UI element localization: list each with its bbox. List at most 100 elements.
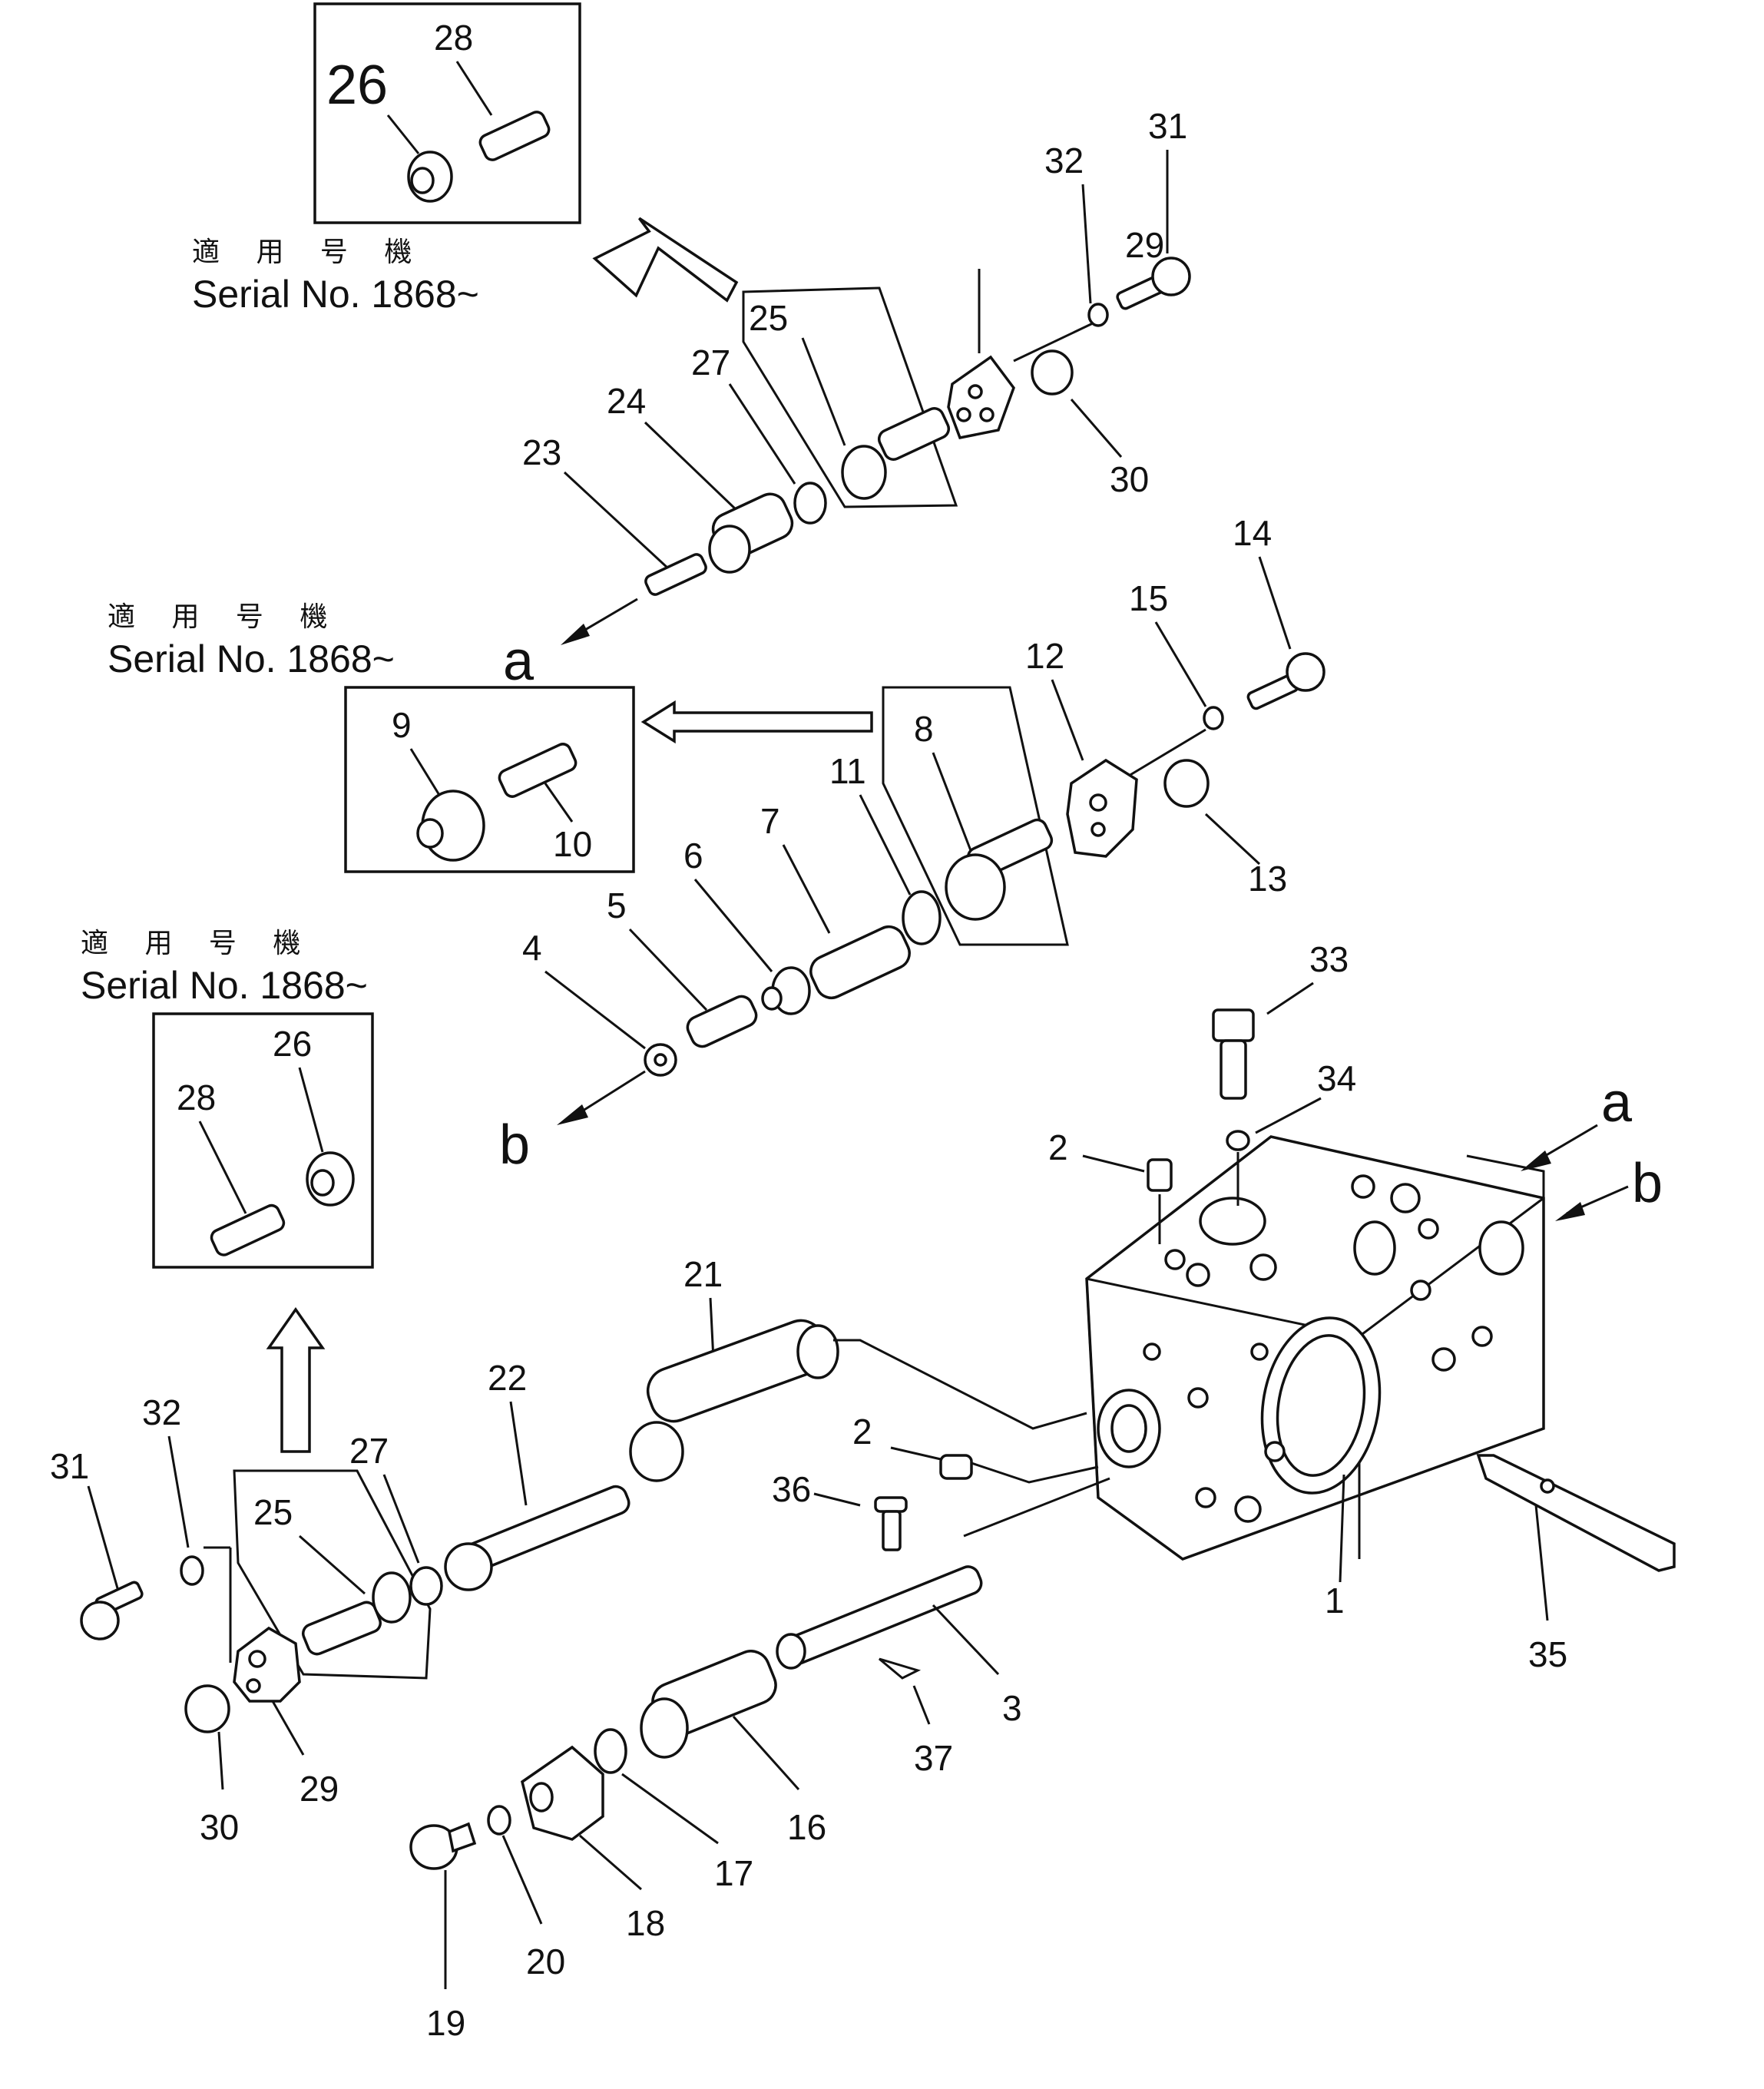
- inset-box-top: [313, 2, 581, 224]
- arrow-a-left: [561, 624, 590, 645]
- callout-25-lower: 25: [253, 1492, 293, 1532]
- label-b-left: b: [499, 1114, 530, 1176]
- part-29-upper: [947, 355, 1015, 440]
- part-12: [1066, 758, 1138, 858]
- callout-16: 16: [787, 1807, 826, 1847]
- part-2-upper: [1147, 1158, 1173, 1192]
- part-25-lower: [302, 1571, 412, 1656]
- part-27-lower: [409, 1566, 443, 1606]
- callout-30-upper: 30: [1110, 459, 1149, 499]
- callout-7: 7: [760, 801, 780, 841]
- part-14: [1246, 652, 1325, 710]
- part-26-lower: [306, 1151, 355, 1207]
- callout-20: 20: [526, 1942, 565, 1981]
- part-24: [708, 492, 794, 574]
- serial-note-2-jp: 適 用 号 機: [108, 601, 341, 633]
- label-b-right: b: [1632, 1153, 1663, 1214]
- callout-32-upper: 32: [1044, 141, 1084, 180]
- inset-box-middle: [344, 686, 635, 873]
- part-25-upper: [841, 407, 951, 500]
- callout-6: 6: [683, 836, 703, 876]
- part-35: [1476, 1454, 1676, 1572]
- part-29-lower: [233, 1626, 301, 1703]
- frame-25-lower: [233, 1469, 432, 1680]
- callout-36: 36: [772, 1469, 811, 1509]
- part-1-housing: [1085, 1135, 1545, 1561]
- part-37: [879, 1657, 922, 1680]
- part-31-lower: [80, 1581, 144, 1640]
- part-26-top: [407, 151, 453, 203]
- callout-24: 24: [607, 381, 646, 421]
- part-8: [945, 818, 1054, 921]
- callout-11: 11: [829, 751, 866, 791]
- part-6: [761, 966, 811, 1015]
- callout-9: 9: [392, 705, 412, 745]
- part-23: [644, 553, 707, 596]
- frame-25-upper: [742, 286, 958, 508]
- callout-1: 1: [1325, 1581, 1345, 1621]
- callout-10: 10: [553, 824, 592, 864]
- part-32-lower: [180, 1555, 204, 1586]
- part-19: [409, 1822, 477, 1870]
- callout-8: 8: [914, 709, 934, 749]
- label-a-left: a: [503, 631, 534, 692]
- callout-29-lower: 29: [300, 1769, 339, 1809]
- part-4: [644, 1043, 677, 1077]
- part-33: [1212, 1008, 1255, 1100]
- part-36: [874, 1496, 908, 1551]
- callout-33: 33: [1309, 939, 1349, 979]
- callout-27-upper: 27: [691, 343, 730, 382]
- callout-2-lower: 2: [852, 1412, 872, 1452]
- hollow-arrow-top: [592, 217, 739, 303]
- part-17: [594, 1728, 627, 1774]
- part-21: [629, 1319, 839, 1482]
- arrow-b-right: [1555, 1202, 1585, 1221]
- serial-note-3-jp: 適 用 号 機: [81, 928, 314, 959]
- callout-12: 12: [1025, 636, 1064, 676]
- callout-3: 3: [1002, 1688, 1022, 1728]
- part-3: [776, 1565, 983, 1670]
- part-18: [521, 1745, 604, 1841]
- arrow-b-left: [557, 1104, 588, 1125]
- callout-37: 37: [914, 1738, 953, 1778]
- callout-5: 5: [607, 886, 627, 925]
- callout-35: 35: [1528, 1634, 1567, 1674]
- serial-note-3-text: Serial No. 1868~: [81, 964, 368, 1007]
- part-30-lower: [184, 1684, 230, 1733]
- part-20: [487, 1805, 511, 1836]
- callout-26-lower: 26: [273, 1024, 312, 1064]
- part-15: [1203, 706, 1224, 730]
- callout-32-lower: 32: [142, 1392, 181, 1432]
- part-16: [640, 1650, 777, 1759]
- callout-31-lower: 31: [50, 1446, 89, 1486]
- callout-30-lower: 30: [200, 1807, 239, 1847]
- callout-14: 14: [1233, 513, 1272, 553]
- part-9: [416, 790, 485, 862]
- hollow-arrow-middle: [640, 700, 873, 744]
- callout-15: 15: [1129, 578, 1168, 618]
- part-22: [444, 1485, 630, 1591]
- part-31-upper: [1116, 257, 1191, 310]
- callout-21: 21: [683, 1254, 723, 1294]
- callout-25-upper: 25: [749, 298, 788, 338]
- part-32-upper: [1087, 303, 1109, 327]
- part-5: [686, 995, 758, 1048]
- callout-28-top: 28: [434, 18, 473, 58]
- hollow-arrow-up: [266, 1306, 326, 1453]
- arrow-a-right: [1521, 1150, 1551, 1171]
- part-13: [1163, 759, 1210, 808]
- part-27-upper: [793, 482, 827, 525]
- part-2-lower: [939, 1454, 973, 1480]
- callout-29-upper: 29: [1125, 225, 1164, 265]
- callout-18: 18: [626, 1903, 665, 1943]
- callout-17: 17: [714, 1853, 753, 1893]
- inset-box-lower: [152, 1012, 374, 1269]
- part-28-lower: [210, 1203, 286, 1256]
- callout-31-upper: 31: [1148, 106, 1187, 146]
- serial-note-1-jp: 適 用 号 機: [192, 237, 425, 268]
- serial-note-1-text: Serial No. 1868~: [192, 273, 479, 316]
- label-a-right: a: [1601, 1072, 1633, 1134]
- callout-28-lower: 28: [177, 1078, 216, 1117]
